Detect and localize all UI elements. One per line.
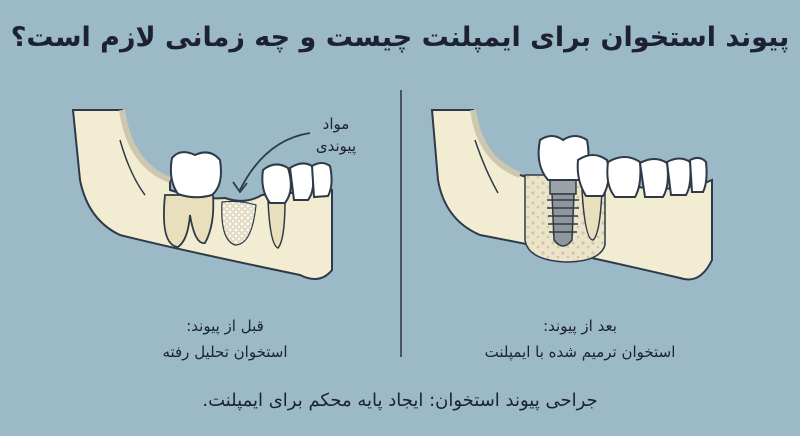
- before-label: قبل از پیوند: استخوان تحلیل رفته: [95, 313, 355, 365]
- jaw-after: [430, 109, 713, 281]
- after-label: بعد از پیوند: استخوان ترمیم شده با ایمپل…: [450, 313, 710, 365]
- after-label-title: بعد از پیوند:: [543, 317, 617, 335]
- page-title: پیوند استخوان برای ایمپلنت چیست و چه زما…: [10, 22, 790, 53]
- caption: جراحی پیوند استخوان: ایجاد پایه محکم برا…: [202, 390, 598, 411]
- arrow-icon: [239, 132, 311, 191]
- annotation-line1: مواد: [322, 115, 350, 133]
- jaw-before: [71, 109, 333, 280]
- before-label-desc: استخوان تحلیل رفته: [162, 343, 288, 361]
- after-label-desc: استخوان ترمیم شده با ایمپلنت: [484, 343, 676, 361]
- graft-material-annotation: مواد پیوندی: [296, 113, 376, 157]
- before-label-title: قبل از پیوند:: [186, 317, 264, 335]
- implant-screw-icon: [547, 179, 579, 247]
- annotation-line2: پیوندی: [315, 137, 357, 155]
